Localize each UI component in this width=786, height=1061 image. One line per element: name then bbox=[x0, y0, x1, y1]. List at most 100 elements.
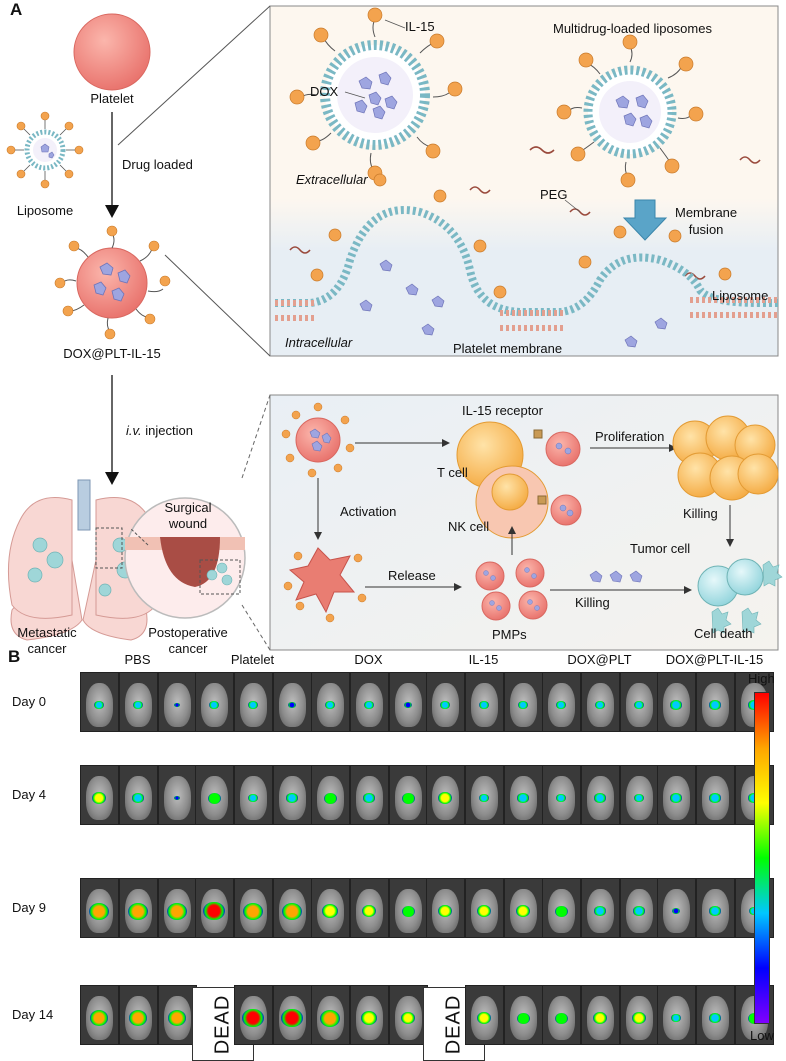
colorscale-bar bbox=[754, 692, 770, 1024]
luminescence-signal bbox=[518, 701, 528, 710]
luminescence-signal bbox=[476, 1011, 492, 1025]
cell-death-label: Cell death bbox=[694, 626, 753, 641]
mouse-image bbox=[389, 672, 428, 732]
mouse-image bbox=[620, 765, 659, 825]
mouse-image bbox=[234, 985, 273, 1045]
luminescence-signal bbox=[361, 904, 377, 918]
mouse-image bbox=[311, 765, 350, 825]
scale-low-label: Low bbox=[750, 1028, 774, 1043]
luminescence-signal bbox=[281, 1008, 303, 1028]
mouse-image bbox=[350, 765, 389, 825]
luminescence-signal bbox=[437, 904, 453, 918]
dead-label: DEAD bbox=[442, 994, 465, 1054]
mouse-image bbox=[273, 765, 312, 825]
mouse-image bbox=[273, 878, 312, 938]
dead-label: DEAD bbox=[211, 994, 234, 1054]
mouse-image bbox=[158, 765, 197, 825]
luminescence-signal bbox=[248, 794, 258, 803]
mouse-image bbox=[504, 672, 543, 732]
mouse-image bbox=[158, 878, 197, 938]
luminescence-signal bbox=[132, 793, 144, 803]
injection-label: i.v. injection bbox=[126, 424, 193, 437]
luminescence-signal bbox=[364, 701, 374, 710]
membrane-fusion-line1: Membrane bbox=[675, 205, 738, 220]
luminescence-signal bbox=[479, 701, 489, 710]
luminescence-signal bbox=[167, 1010, 187, 1026]
metastatic-line1: Metastatic bbox=[17, 625, 77, 640]
liposome-membrane-label: Liposome bbox=[712, 288, 769, 303]
mouse-image bbox=[195, 765, 234, 825]
t-cell-label: T cell bbox=[437, 465, 468, 480]
luminescence-signal bbox=[709, 906, 721, 916]
mouse-image bbox=[657, 985, 696, 1045]
mouse-image bbox=[195, 878, 234, 938]
luminescence-signal bbox=[748, 793, 760, 803]
mouse-image bbox=[234, 878, 273, 938]
mouse-image bbox=[620, 985, 659, 1045]
row-header: Day 9 bbox=[12, 900, 46, 915]
mouse-image bbox=[581, 985, 620, 1045]
mouse-image bbox=[350, 672, 389, 732]
luminescence-signal bbox=[709, 793, 721, 803]
postoperative-line1: Postoperative bbox=[148, 625, 228, 640]
luminescence-signal bbox=[633, 906, 645, 916]
luminescence-signal bbox=[748, 700, 760, 710]
mouse-image bbox=[426, 765, 465, 825]
luminescence-signal bbox=[242, 1008, 264, 1028]
mouse-image bbox=[504, 985, 543, 1045]
luminescence-signal bbox=[133, 701, 143, 710]
luminescence-signal bbox=[128, 1010, 148, 1026]
luminescence-signal bbox=[400, 1011, 416, 1025]
mouse-image bbox=[389, 765, 428, 825]
luminescence-signal bbox=[749, 907, 759, 916]
mouse-image bbox=[696, 878, 735, 938]
luminescence-signal bbox=[554, 905, 568, 917]
mouse-image bbox=[234, 672, 273, 732]
mouse-image bbox=[696, 765, 735, 825]
luminescence-signal bbox=[554, 1012, 568, 1024]
mouse-image bbox=[620, 878, 659, 938]
luminescence-signal bbox=[174, 702, 180, 708]
mouse-image bbox=[119, 672, 158, 732]
mouse-image bbox=[542, 765, 581, 825]
mouse-image bbox=[581, 878, 620, 938]
postoperative-line2: cancer bbox=[168, 641, 208, 657]
scale-high-label: High bbox=[748, 671, 775, 686]
pmps-label: PMPs bbox=[492, 627, 527, 642]
luminescence-signal bbox=[363, 793, 375, 803]
killing-t-label: Killing bbox=[683, 506, 718, 521]
product-label: DOX@PLT-IL-15 bbox=[63, 346, 161, 361]
luminescence-signal bbox=[556, 794, 566, 803]
luminescence-signal bbox=[670, 793, 682, 803]
luminescence-signal bbox=[174, 795, 180, 801]
mouse-image bbox=[389, 985, 428, 1045]
luminescence-signal bbox=[323, 792, 337, 804]
mouse-image bbox=[542, 672, 581, 732]
mouse-image bbox=[119, 878, 158, 938]
luminescence-signal bbox=[248, 701, 258, 710]
luminescence-signal bbox=[288, 701, 296, 709]
mouse-image bbox=[581, 672, 620, 732]
luminescence-signal bbox=[515, 904, 531, 918]
luminescence-signal bbox=[672, 907, 680, 915]
luminescence-signal bbox=[476, 904, 492, 918]
luminescence-signal bbox=[91, 791, 107, 805]
mouse-image bbox=[465, 672, 504, 732]
luminescence-signal bbox=[127, 902, 149, 920]
multidrug-label: Multidrug-loaded liposomes bbox=[553, 21, 712, 36]
platelet-membrane-label: Platelet membrane bbox=[453, 341, 563, 356]
mouse-image bbox=[80, 672, 119, 732]
mouse-image bbox=[657, 765, 696, 825]
activation-label: Activation bbox=[340, 504, 397, 519]
luminescence-signal bbox=[594, 906, 606, 916]
luminescence-signal bbox=[207, 792, 221, 804]
metastatic-line2: cancer bbox=[27, 641, 67, 657]
luminescence-signal bbox=[671, 1014, 681, 1023]
peg-label: PEG bbox=[540, 187, 568, 202]
drug-loaded-label: Drug loaded bbox=[122, 157, 193, 172]
intracellular-label: Intracellular bbox=[285, 335, 353, 350]
luminescence-signal bbox=[437, 791, 453, 805]
